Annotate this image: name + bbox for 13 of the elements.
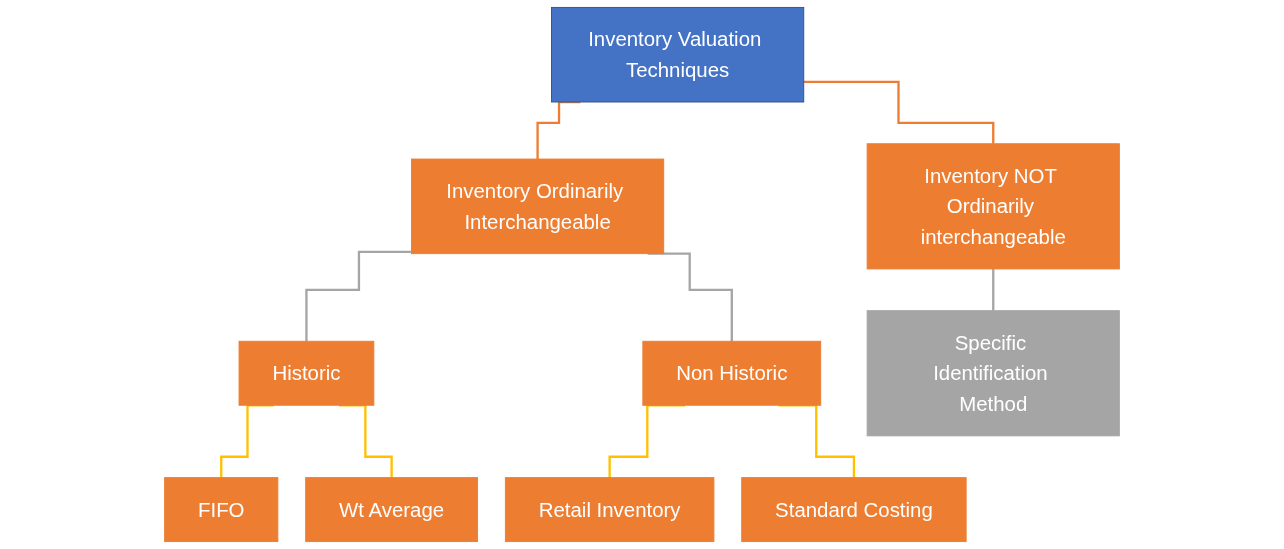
node-box: Inventory NOT Ordinarily interchangeable — [866, 143, 1120, 270]
node-box: Retail Inventory — [504, 477, 715, 543]
node-box: Historic — [238, 340, 375, 406]
node-box: FIFO — [164, 477, 279, 543]
node-box: Standard Costing — [741, 477, 967, 543]
node-box: Inventory Valuation Techniques — [551, 6, 805, 103]
node-box: Non Historic — [642, 340, 822, 406]
connector — [305, 250, 412, 343]
node-box: Inventory Ordinarily Interchangeable — [411, 158, 665, 255]
node-box: Specific Identification Method — [866, 310, 1120, 437]
node-box: Wt Average — [305, 477, 478, 543]
connector — [992, 267, 995, 312]
connector — [803, 80, 995, 145]
